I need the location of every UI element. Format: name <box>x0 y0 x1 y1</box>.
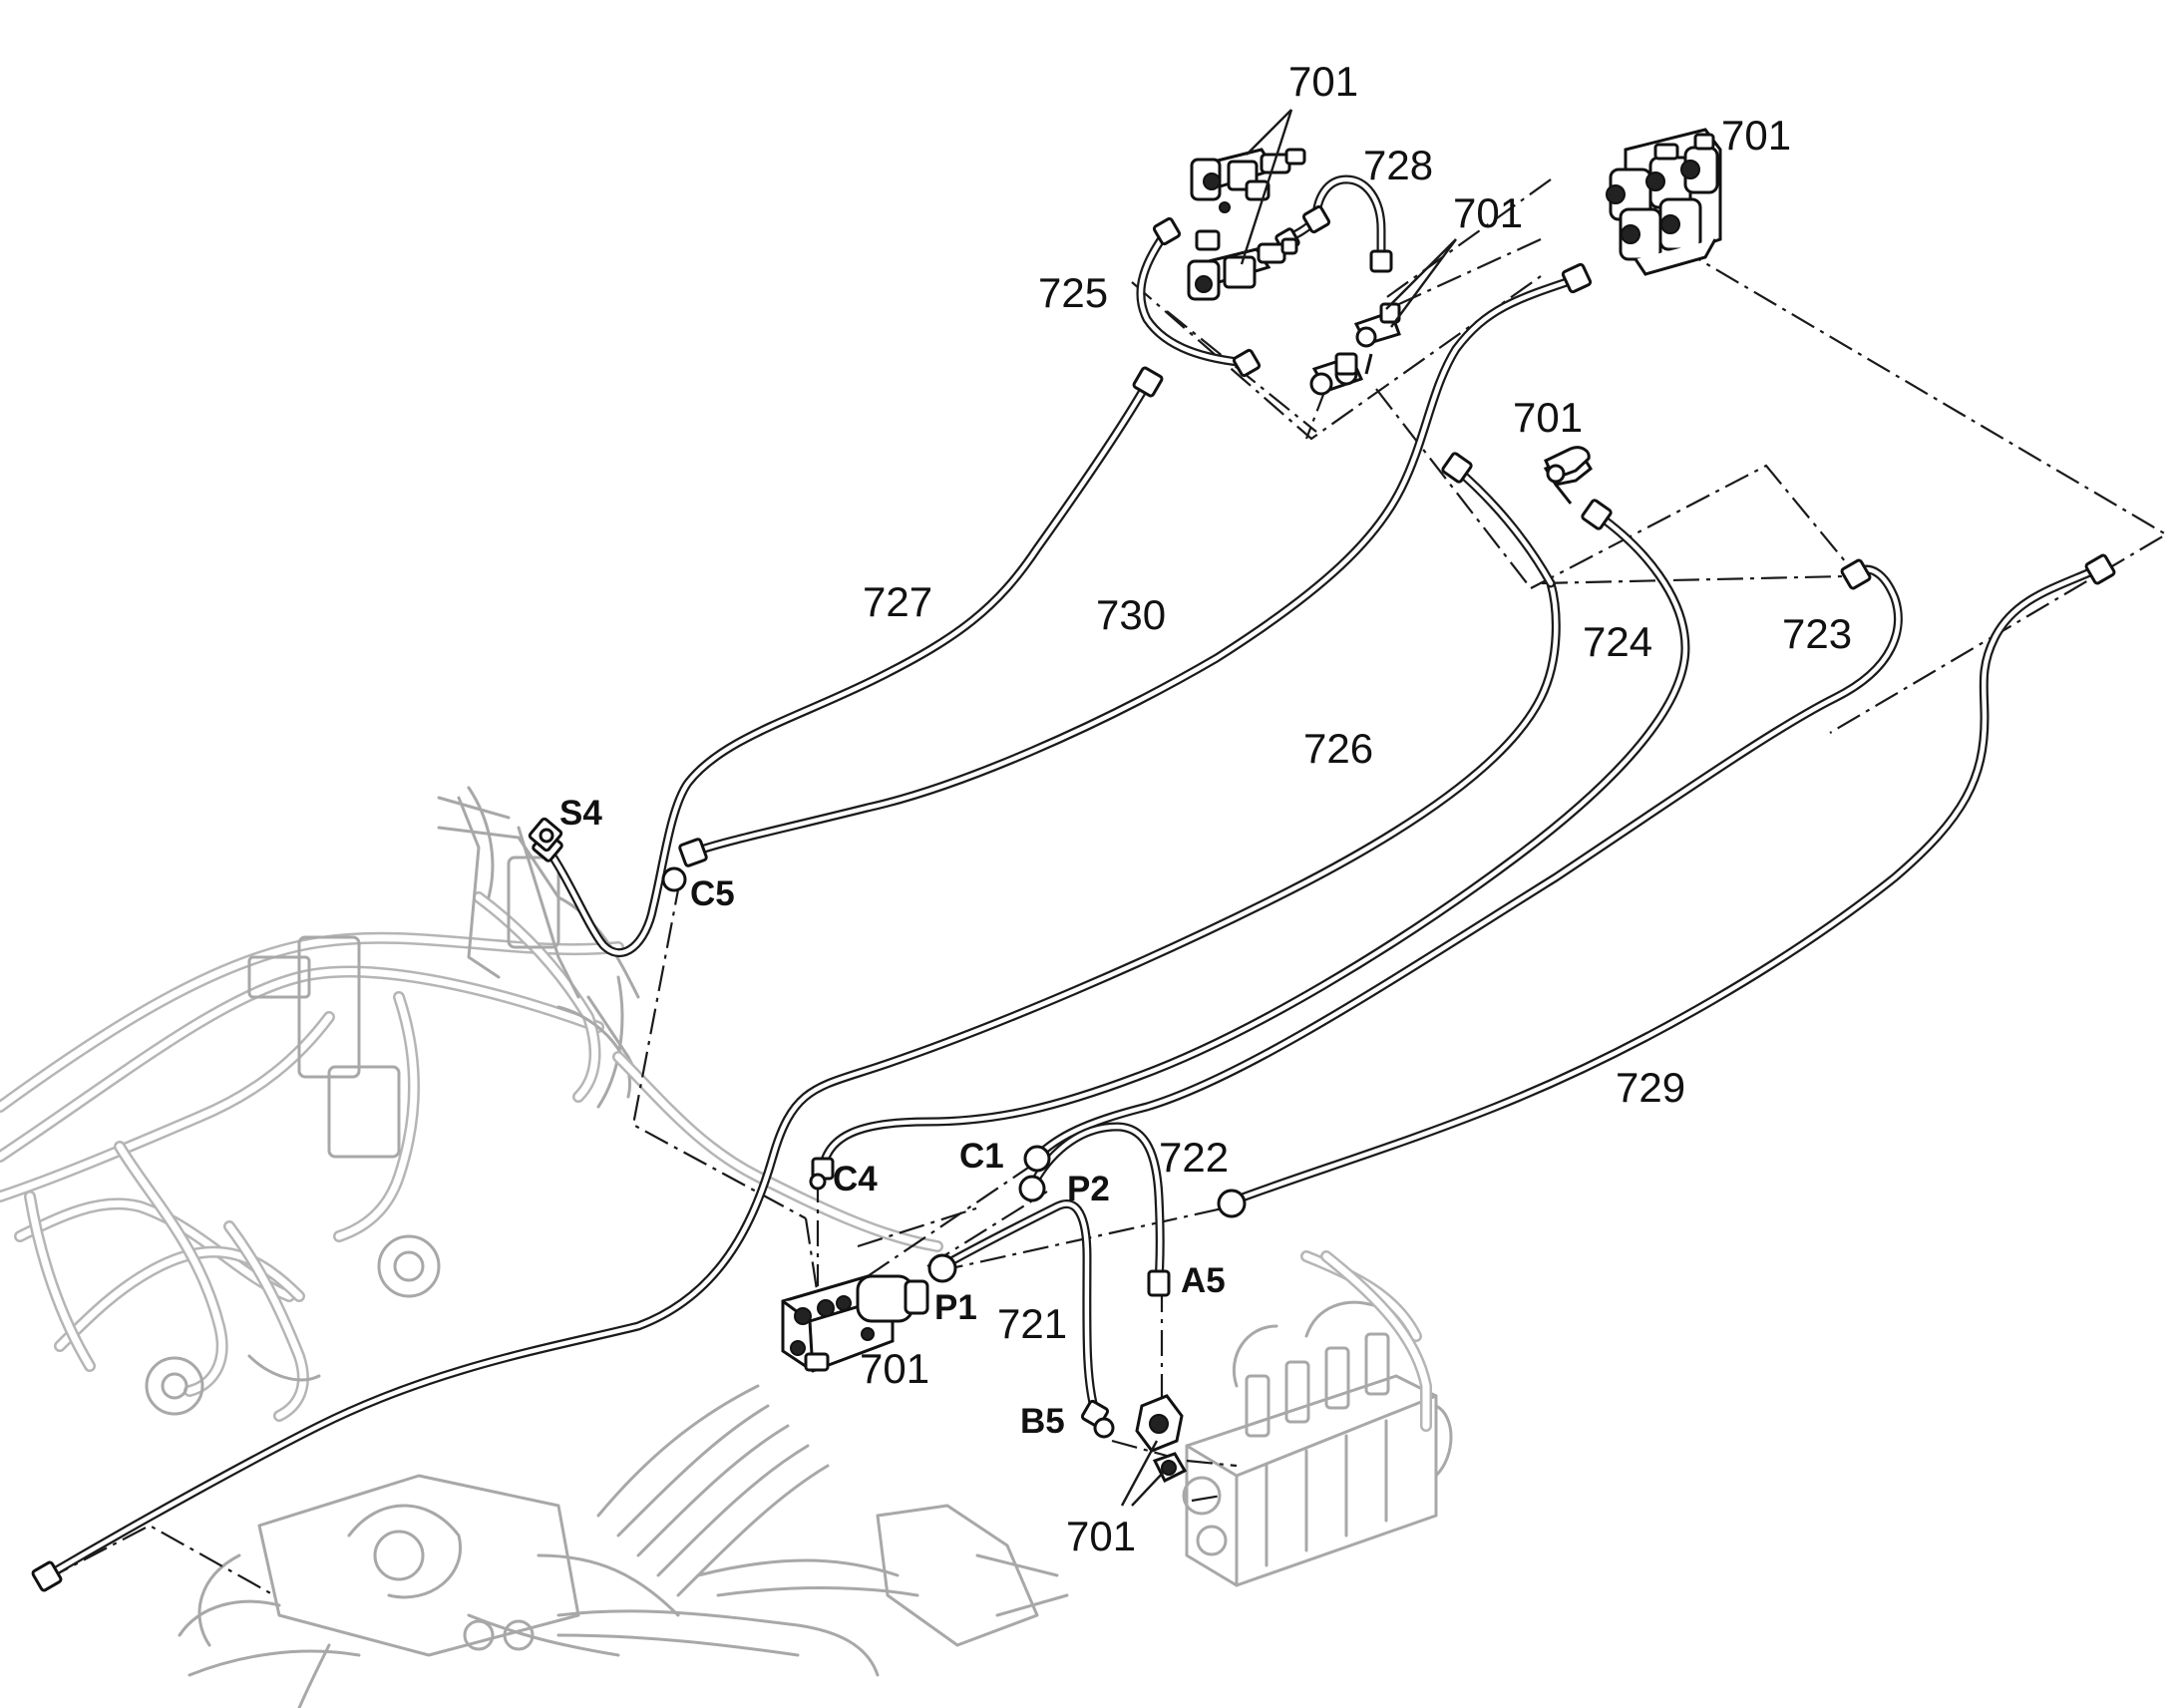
hose-725 <box>1136 226 1252 368</box>
label-726: 726 <box>1303 725 1373 772</box>
port-labels: S4 C5 C4 C1 P2 P1 A5 B5 <box>559 794 1226 1441</box>
fitting-s4 <box>528 817 563 853</box>
label-729: 729 <box>1616 1064 1685 1111</box>
port-label-c4: C4 <box>833 1160 878 1198</box>
port-label-b5: B5 <box>1020 1402 1065 1441</box>
dashdot-leader-lines <box>44 178 2169 1596</box>
port-label-a5: A5 <box>1181 1261 1226 1300</box>
label-701-mid: 701 <box>1453 189 1523 236</box>
label-701-top: 701 <box>1288 58 1358 105</box>
label-724: 724 <box>1583 618 1652 665</box>
fittings-701-bottom <box>1135 1394 1188 1484</box>
solenoid-valve-lower <box>1187 229 1298 301</box>
tee-fittings-mid <box>1309 302 1401 396</box>
ghost-control-valve-block <box>1182 1250 1453 1587</box>
hose-721 <box>937 1199 1100 1416</box>
pointer-lines <box>1120 109 1457 1507</box>
label-723: 723 <box>1782 610 1852 657</box>
solenoid-manifold-right <box>1606 128 1722 276</box>
label-701-bottom: 701 <box>1066 1513 1136 1559</box>
hose-723 <box>1032 564 1903 1162</box>
label-701-top-right: 701 <box>1721 112 1791 159</box>
hose-728 <box>1281 174 1386 266</box>
port-label-c5: C5 <box>690 874 735 913</box>
port-label-s4: S4 <box>559 794 602 833</box>
label-721: 721 <box>997 1300 1067 1347</box>
hose-729 <box>1227 563 2104 1206</box>
hose-730 <box>688 274 1581 857</box>
ghost-joystick-bracket <box>437 786 943 1252</box>
hose-726 <box>43 464 1561 1580</box>
hose-fittings <box>31 204 2116 1592</box>
ghost-frame-left <box>0 796 640 1422</box>
label-701-valve: 701 <box>860 1345 929 1392</box>
label-730: 730 <box>1096 591 1166 638</box>
hose-727 <box>542 379 1152 957</box>
label-722: 722 <box>1159 1134 1229 1181</box>
fitting-701-upper-right <box>1544 446 1591 484</box>
label-701-right: 701 <box>1513 394 1583 441</box>
label-725: 725 <box>1038 269 1108 316</box>
port-label-c1: C1 <box>959 1137 1004 1176</box>
control-valve-701 <box>781 1274 929 1373</box>
port-label-p2: P2 <box>1067 1170 1110 1208</box>
label-727: 727 <box>863 578 932 625</box>
solenoid-valve-top <box>1190 148 1306 213</box>
hose-722 <box>1027 1122 1165 1286</box>
part-number-labels: 701 701 728 701 725 701 727 730 724 723 … <box>860 58 1852 1559</box>
label-728: 728 <box>1363 142 1433 188</box>
hose-724 <box>818 509 1690 1174</box>
ghost-pedal-assembly <box>178 1384 1069 1708</box>
port-label-p1: P1 <box>934 1288 977 1327</box>
